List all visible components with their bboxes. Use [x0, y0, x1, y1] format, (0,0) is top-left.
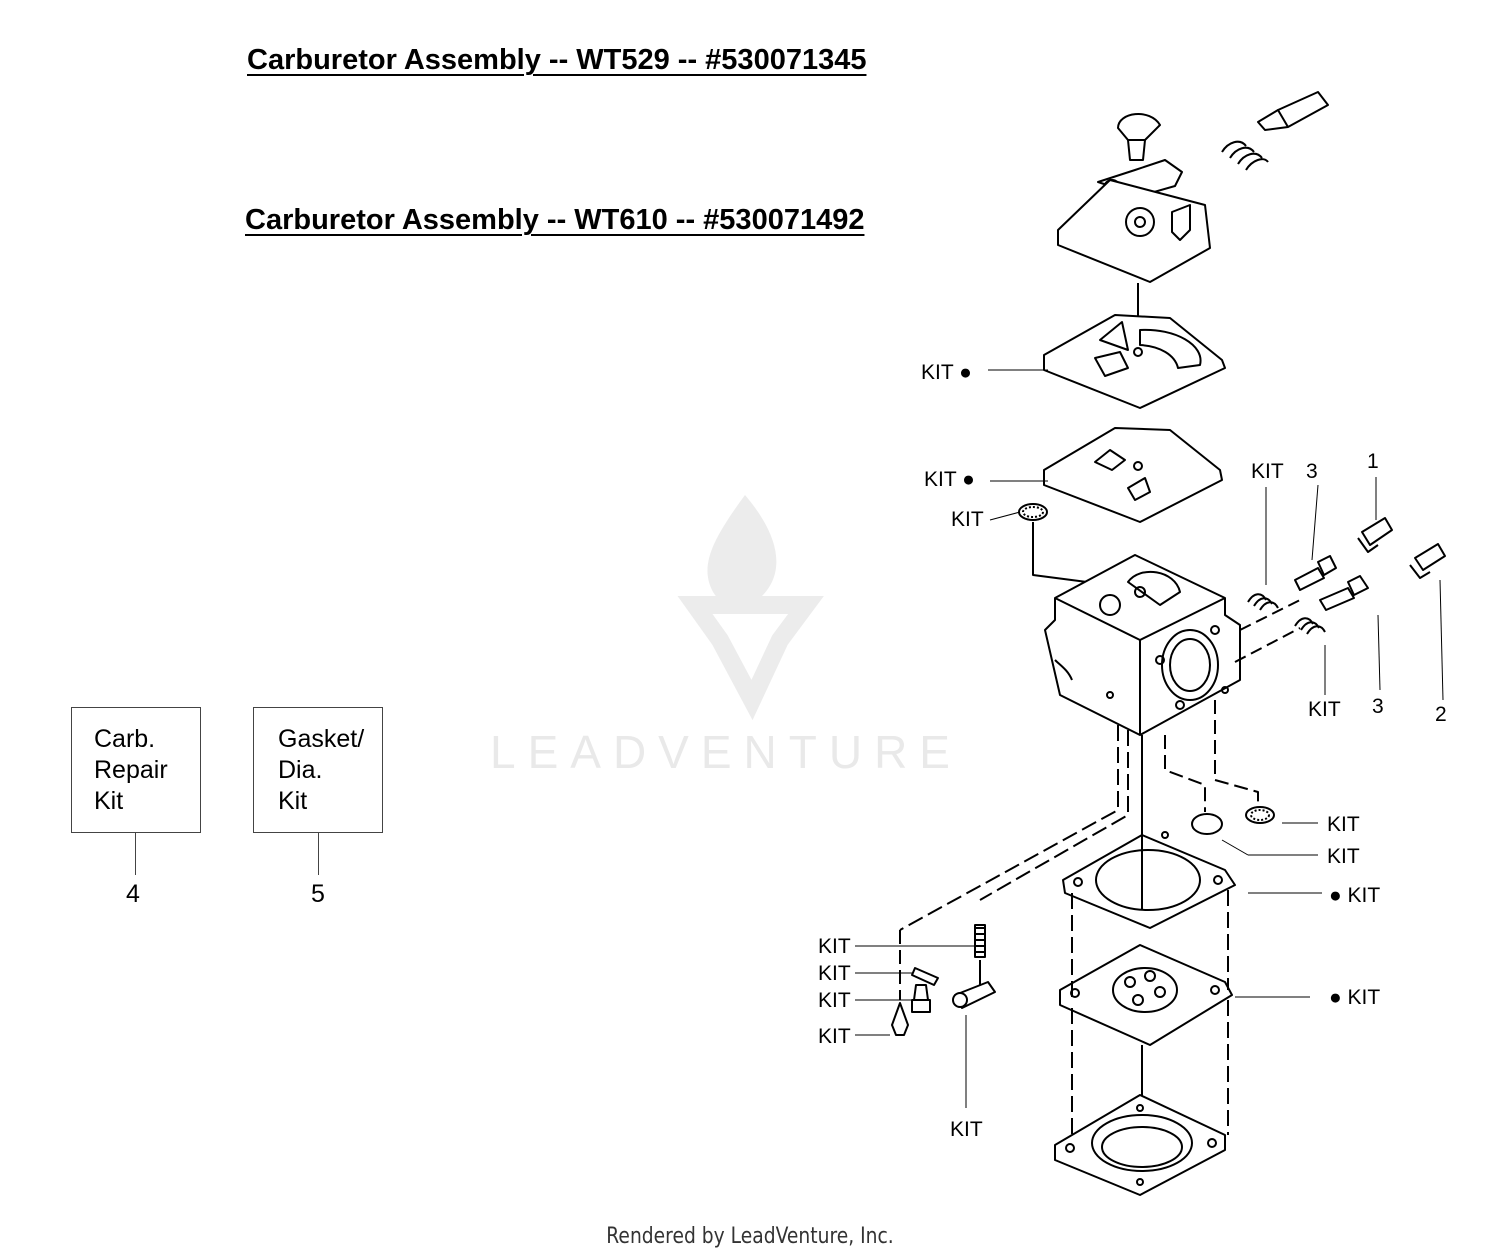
callout-leader: [318, 833, 319, 875]
carb-repair-kit-box[interactable]: Carb. Repair Kit: [71, 707, 201, 833]
kit-callout[interactable]: KIT ●: [924, 468, 975, 491]
watermark-text: LEADVENTURE: [490, 726, 962, 778]
kit-box-line: Kit: [94, 787, 124, 815]
idle-adjust-screw[interactable]: [1117, 91, 1329, 171]
kit-callout[interactable]: KIT: [1251, 460, 1284, 483]
footer-credit: Rendered by LeadVenture, Inc.: [606, 1224, 894, 1249]
kit-callout[interactable]: KIT: [818, 935, 851, 958]
kit-callout[interactable]: KIT: [818, 989, 851, 1012]
part-callout-1[interactable]: 1: [1367, 450, 1379, 473]
metering-spring[interactable]: [974, 924, 986, 958]
kit-callout[interactable]: KIT: [951, 508, 984, 531]
kit-box-line: Carb.: [94, 725, 156, 753]
kit-callout[interactable]: ● KIT: [1329, 884, 1380, 907]
kit-callout[interactable]: KIT: [950, 1118, 983, 1141]
inlet-needle[interactable]: [891, 1002, 909, 1036]
metering-gasket[interactable]: [1062, 831, 1236, 929]
assembly-title-wt610: Carburetor Assembly -- WT610 -- #5300714…: [245, 204, 865, 236]
part-callout-2[interactable]: 2: [1435, 703, 1447, 726]
kit-callout[interactable]: KIT: [1308, 698, 1341, 721]
gasket-dia-kit-box[interactable]: Gasket/ Dia. Kit: [253, 707, 383, 833]
main-screen[interactable]: [1245, 806, 1275, 824]
carburetor-body[interactable]: [1044, 554, 1241, 736]
part-callout-3[interactable]: 3: [1306, 460, 1318, 483]
kit-box-line: Gasket/: [278, 725, 365, 753]
lever-screw[interactable]: [911, 984, 931, 1013]
inlet-screen[interactable]: [1018, 503, 1048, 521]
kit-box-line: Repair: [94, 756, 168, 784]
kit-number-4[interactable]: 4: [126, 880, 140, 908]
leader-line: [1164, 735, 1206, 812]
high-speed-needle[interactable]: [1247, 555, 1337, 611]
kit-callout[interactable]: ● KIT: [1329, 986, 1380, 1009]
flame-logo-icon: [677, 495, 824, 721]
kit-number-5[interactable]: 5: [311, 880, 325, 908]
leader-line: [1234, 627, 1301, 663]
leader-line: [1239, 599, 1301, 631]
kit-callout[interactable]: KIT ●: [921, 361, 972, 384]
pump-gasket[interactable]: [1043, 314, 1226, 409]
leader-line: [899, 725, 1119, 931]
check-valve-disc[interactable]: [1191, 813, 1223, 835]
callout-leaders: [855, 369, 1444, 1108]
kit-box-line: Dia.: [278, 756, 323, 784]
leader-line: [979, 730, 1129, 901]
kit-callout[interactable]: KIT: [1327, 845, 1360, 868]
metering-cover[interactable]: [1054, 1094, 1226, 1196]
pump-diaphragm[interactable]: [1043, 427, 1223, 523]
kit-callout[interactable]: KIT: [818, 1025, 851, 1048]
callout-leader: [135, 833, 136, 875]
low-speed-needle[interactable]: [1294, 575, 1369, 635]
leader-line: [1214, 700, 1259, 805]
part-callout-3[interactable]: 3: [1372, 695, 1384, 718]
assembly-title-wt529: Carburetor Assembly -- WT529 -- #5300713…: [247, 44, 867, 76]
kit-callout[interactable]: KIT: [818, 962, 851, 985]
callout-labels: KIT ● KIT ● KIT KIT 3 1 KIT 3 2 KIT KIT …: [818, 361, 1447, 1141]
metering-lever[interactable]: [952, 981, 996, 1009]
pump-cover[interactable]: [1057, 179, 1211, 283]
limiter-cap-2[interactable]: [1409, 543, 1446, 579]
limiter-cap-1[interactable]: [1357, 517, 1393, 553]
lever-pin[interactable]: [911, 967, 939, 986]
metering-diaphragm[interactable]: [1059, 944, 1233, 1046]
kit-callout[interactable]: KIT: [1327, 813, 1360, 836]
kit-box-line: Kit: [278, 787, 308, 815]
